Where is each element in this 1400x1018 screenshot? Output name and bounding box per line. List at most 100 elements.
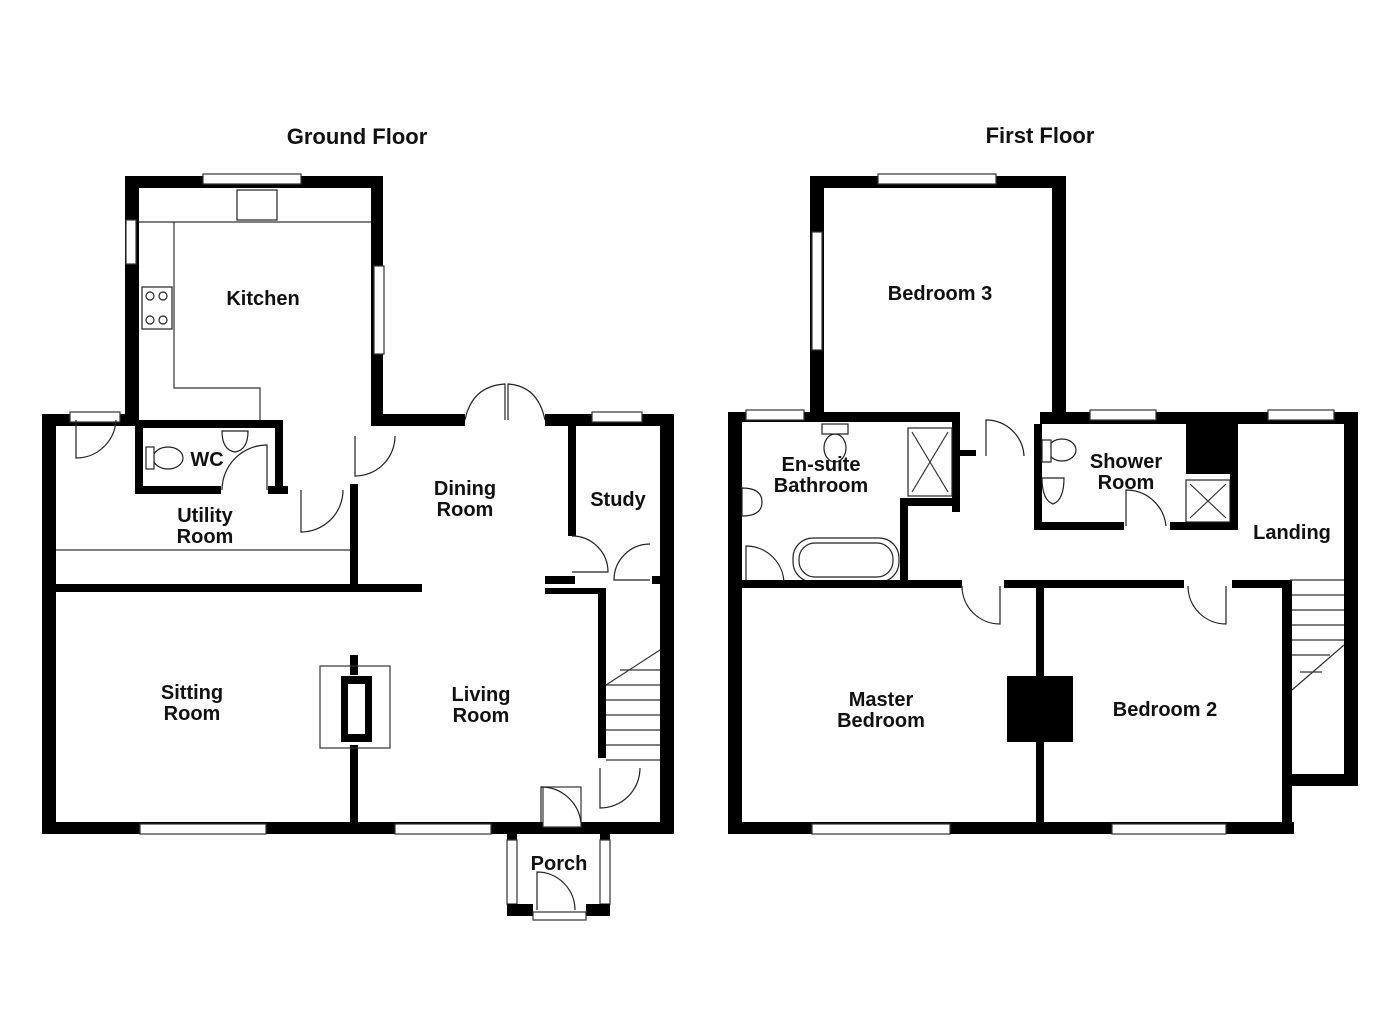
shower-door	[1125, 489, 1167, 527]
kitchen-worktop	[139, 221, 261, 420]
shower-toilet-icon	[1047, 438, 1077, 462]
room-label-living-2: Room	[453, 705, 510, 727]
room-label-porch: Porch	[531, 853, 588, 875]
french-door-right	[507, 383, 546, 421]
bedroom2-top-wall	[1232, 580, 1292, 588]
ground-floor-title: Ground Floor	[287, 124, 428, 149]
wc-basin-icon	[221, 430, 249, 453]
bedroom2-door	[1187, 585, 1227, 625]
first-left-wall	[728, 412, 742, 834]
shower-bottom-wall	[1034, 522, 1124, 530]
hall-door	[354, 435, 396, 477]
ensuite-window	[745, 409, 805, 421]
utility-door	[300, 489, 344, 533]
french-door-left	[464, 383, 506, 421]
master-door	[961, 585, 1001, 625]
master-top-wall-right	[1004, 580, 1184, 588]
ensuite-door	[745, 545, 785, 585]
room-label-bedroom3: Bedroom 3	[888, 283, 992, 305]
shower-basin-icon	[1041, 477, 1065, 505]
sink-icon	[236, 189, 278, 221]
stair-top-wall	[545, 588, 605, 594]
ensuite-inner-wall	[900, 498, 908, 584]
kitchen-window-right	[373, 265, 385, 355]
porch-bottom-right	[586, 904, 610, 916]
staircase	[605, 649, 661, 761]
kitchen-left-wall	[125, 176, 139, 426]
bedroom2-window	[1111, 823, 1227, 835]
room-label-living: Living	[452, 684, 511, 706]
room-label-dining: Dining	[434, 478, 496, 500]
room-label-study: Study	[590, 489, 646, 511]
wc-bottom-wall	[135, 486, 221, 494]
ensuite-basin-icon	[741, 487, 763, 517]
room-label-kitchen: Kitchen	[226, 288, 299, 310]
wc-left-wall	[135, 420, 143, 494]
bedroom3-right-wall	[1052, 176, 1066, 424]
shower-bottom-wall-right	[1170, 522, 1238, 530]
room-label-ensuite: En-suite	[782, 454, 861, 476]
wc-door	[221, 444, 268, 491]
room-label-shower-2: Room	[1098, 472, 1155, 494]
chimney-wall-bottom	[350, 745, 358, 825]
ensuite-shower-bottom	[900, 498, 960, 506]
chimney-breast	[1007, 676, 1073, 742]
hob-icon	[141, 286, 173, 330]
first-right-wall	[1344, 412, 1358, 786]
room-label-bedroom2: Bedroom 2	[1113, 699, 1217, 721]
chimney-wall-top	[350, 655, 358, 675]
front-inner-door	[540, 786, 582, 824]
bedroom3-window-top	[877, 173, 997, 185]
porch-wall-left	[507, 828, 517, 840]
porch-window-left	[506, 839, 518, 905]
wc-right-wall	[275, 420, 283, 494]
shower-window	[1089, 409, 1157, 421]
porch-wall-right	[600, 828, 610, 840]
ground-right-wall	[660, 414, 674, 834]
landing-bottom-wall	[1282, 774, 1358, 786]
room-label-master-2: Bedroom	[837, 710, 925, 732]
understairs-door	[599, 767, 641, 809]
hearth	[319, 665, 391, 749]
room-label-sitting-2: Room	[164, 703, 221, 725]
ground-left-wall	[42, 414, 56, 834]
landing-window	[1267, 409, 1335, 421]
room-label-landing: Landing	[1253, 522, 1331, 544]
wc-top-wall	[135, 420, 283, 428]
bedroom3-door	[985, 419, 1025, 457]
landing-staircase	[1290, 579, 1345, 691]
study-bottom-left	[545, 576, 575, 584]
room-label-utility: Utility	[177, 505, 233, 527]
room-label-ensuite-2: Bathroom	[774, 475, 868, 497]
porch-bottom-left	[507, 904, 533, 916]
sitting-room-window	[139, 823, 267, 835]
wc-toilet-icon	[152, 446, 184, 470]
shower-left-wall	[1034, 424, 1042, 530]
ground-floor: Ground Floor Kitchen WC	[42, 124, 674, 921]
stair-door	[613, 543, 651, 581]
kitchen-window-top	[202, 173, 302, 185]
bedroom-divider-bottom	[1036, 736, 1044, 826]
kitchen-step-wall	[371, 414, 465, 426]
study-window	[591, 411, 643, 423]
stair-left-wall	[598, 588, 606, 758]
utility-window	[69, 411, 121, 423]
ensuite-right-wall	[952, 412, 960, 512]
room-label-wc: WC	[190, 449, 223, 471]
master-window	[811, 823, 951, 835]
utility-right-wall	[350, 484, 358, 584]
master-top-wall	[742, 580, 962, 588]
shower-cupboard	[1186, 424, 1230, 474]
room-label-sitting: Sitting	[161, 682, 223, 704]
utility-back-door	[75, 419, 117, 459]
bedroom-divider-top	[1036, 588, 1044, 680]
porch-window-right	[599, 839, 611, 905]
bedroom3-window-left	[811, 231, 823, 351]
first-floor: First Floor Bedroom 3 En-suit	[728, 123, 1358, 835]
bedroom2-right-wall	[1282, 586, 1292, 834]
first-floor-title: First Floor	[986, 123, 1095, 148]
living-room-window	[394, 823, 492, 835]
front-door	[536, 871, 576, 911]
study-door	[571, 535, 609, 573]
